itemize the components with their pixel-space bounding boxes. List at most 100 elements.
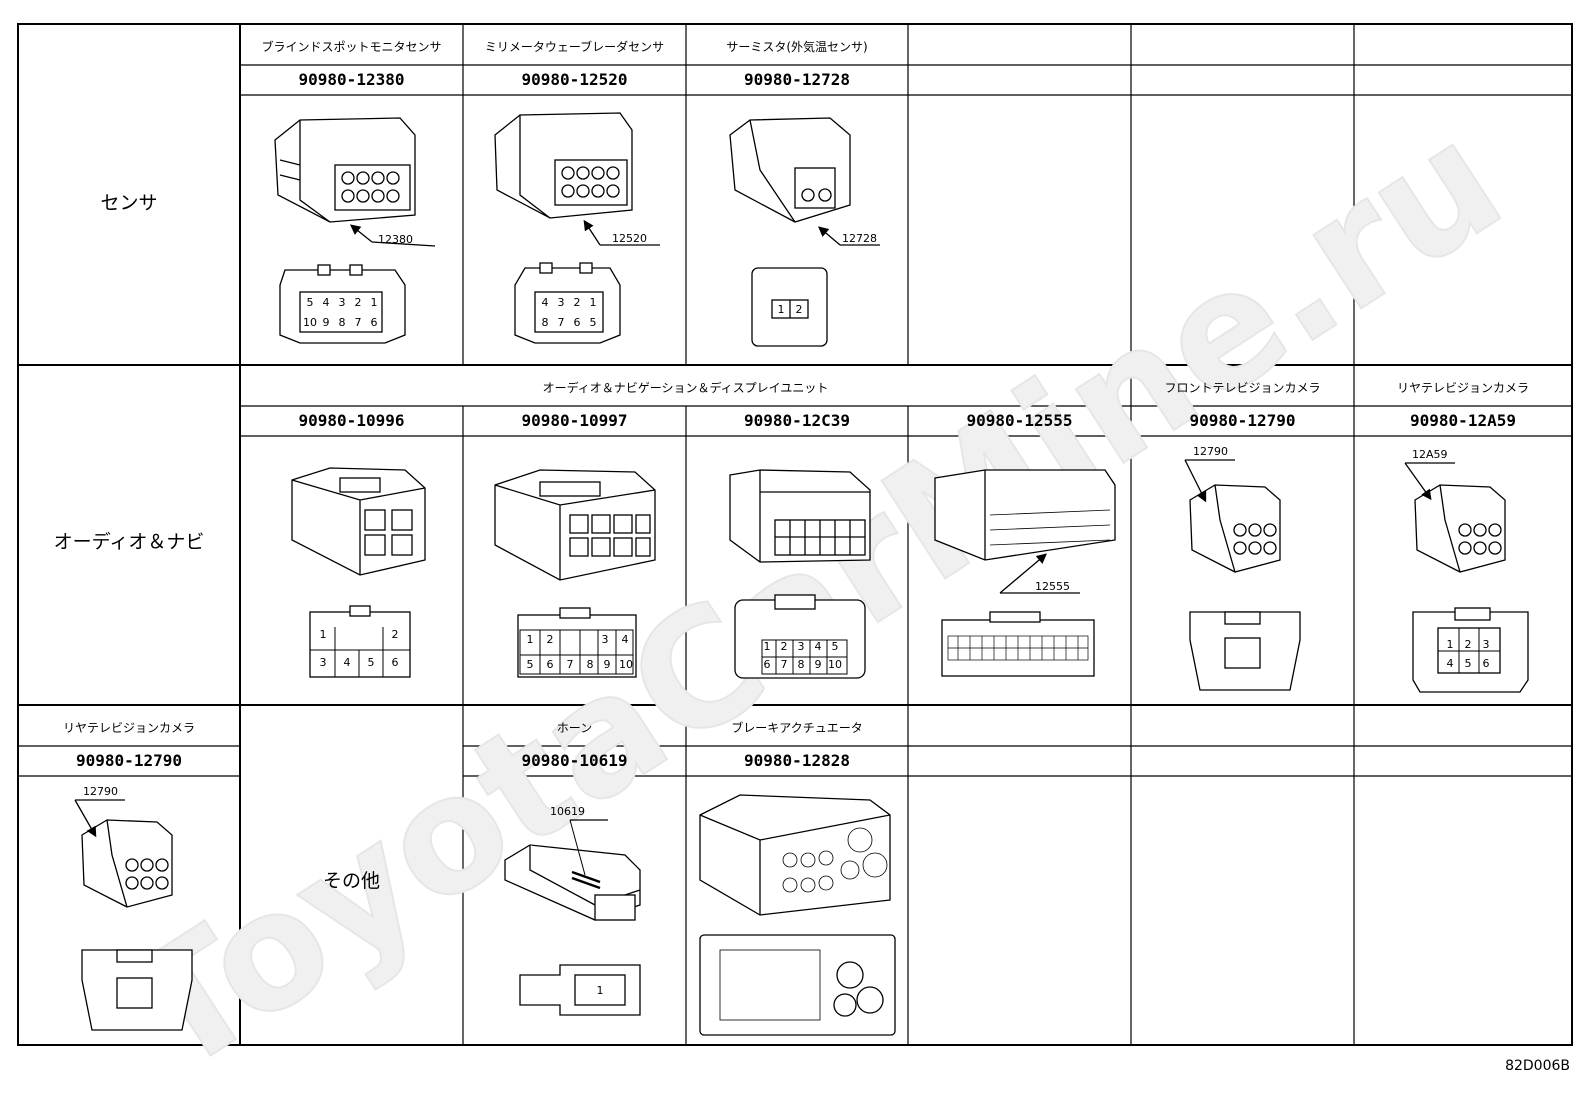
connector-3d-10996	[291, 467, 426, 576]
part-number: 90980-12555	[966, 411, 1073, 430]
svg-text:8: 8	[542, 316, 549, 329]
svg-text:7: 7	[781, 658, 788, 671]
callout-label: 12380	[378, 233, 413, 246]
svg-text:9: 9	[604, 658, 611, 671]
svg-text:4: 4	[622, 633, 629, 646]
svg-text:2: 2	[796, 303, 803, 316]
part-number: 90980-12C39	[744, 411, 850, 430]
svg-text:3: 3	[798, 640, 805, 653]
connector-face-12828	[699, 934, 896, 1036]
callout-label: 10619	[550, 805, 585, 818]
callout-label: 12520	[612, 232, 647, 245]
category-label-audio-navi: オーディオ＆ナビ	[53, 531, 205, 553]
svg-text:4: 4	[542, 296, 549, 309]
svg-text:8: 8	[339, 316, 346, 329]
svg-text:10: 10	[619, 658, 633, 671]
svg-text:4: 4	[1447, 657, 1454, 670]
svg-text:3: 3	[1483, 638, 1490, 651]
connector-face-12520	[514, 262, 621, 344]
svg-text:6: 6	[547, 658, 554, 671]
callout-label: 12A59	[1412, 448, 1448, 461]
svg-text:2: 2	[355, 296, 362, 309]
svg-text:6: 6	[764, 658, 771, 671]
connector-group-name: オーディオ＆ナビゲーション＆ディスプレイユニット	[542, 381, 829, 395]
callout-label: 12790	[1193, 445, 1228, 458]
part-number: 90980-12380	[298, 70, 405, 89]
svg-text:6: 6	[371, 316, 378, 329]
svg-text:6: 6	[574, 316, 581, 329]
svg-text:2: 2	[392, 628, 399, 641]
connector-name: サーミスタ(外気温センサ)	[726, 40, 868, 54]
connector-name: ホーン	[556, 721, 593, 735]
connector-face-12728	[751, 267, 828, 347]
svg-text:3: 3	[339, 296, 346, 309]
svg-text:6: 6	[1483, 657, 1490, 670]
connector-name: リヤテレビジョンカメラ	[62, 721, 195, 735]
svg-text:2: 2	[1465, 638, 1472, 651]
svg-text:3: 3	[558, 296, 565, 309]
connector-3d-10619	[504, 819, 641, 921]
connector-face-10996	[309, 605, 411, 678]
connector-3d-12790-rear	[74, 799, 173, 908]
svg-text:7: 7	[558, 316, 565, 329]
connector-3d-12728	[729, 117, 880, 246]
connector-name: リヤテレビジョンカメラ	[1396, 381, 1529, 395]
svg-text:6: 6	[392, 656, 399, 669]
connector-name: フロントテレビジョンカメラ	[1164, 381, 1321, 395]
svg-text:4: 4	[815, 640, 822, 653]
part-number: 90980-12828	[744, 751, 850, 770]
connector-3d-10997	[494, 469, 656, 581]
connector-3d-12A59	[1404, 462, 1506, 573]
svg-text:1: 1	[590, 296, 597, 309]
connector-3d-12520	[494, 112, 660, 246]
connector-face-12790-rear	[81, 949, 193, 1031]
connector-name: ミリメータウェーブレーダセンサ	[484, 40, 665, 54]
svg-text:5: 5	[307, 296, 314, 309]
connector-3d-12380	[274, 117, 436, 247]
svg-text:7: 7	[567, 658, 574, 671]
part-number: 90980-10996	[298, 411, 405, 430]
svg-text:9: 9	[815, 658, 822, 671]
svg-text:5: 5	[368, 656, 375, 669]
svg-text:2: 2	[781, 640, 788, 653]
part-number: 90980-10997	[521, 411, 628, 430]
svg-text:5: 5	[832, 640, 839, 653]
svg-text:10: 10	[303, 316, 317, 329]
svg-text:2: 2	[547, 633, 554, 646]
connector-face-10619	[519, 964, 641, 1016]
part-number: 90980-12520	[521, 70, 628, 89]
connector-3d-12828	[699, 794, 891, 916]
svg-text:5: 5	[1465, 657, 1472, 670]
svg-text:8: 8	[798, 658, 805, 671]
svg-text:2: 2	[574, 296, 581, 309]
connector-name: ブラインドスポットモニタセンサ	[261, 40, 442, 54]
callout-label: 12728	[842, 232, 877, 245]
category-label-sensor: センサ	[100, 192, 158, 214]
svg-text:1: 1	[597, 984, 604, 997]
connector-3d-12C39	[729, 469, 871, 563]
part-number: 90980-12790	[76, 751, 182, 770]
svg-text:1: 1	[371, 296, 378, 309]
svg-text:4: 4	[323, 296, 330, 309]
svg-text:5: 5	[527, 658, 534, 671]
sheet-code: 82D006B	[1505, 1058, 1570, 1074]
category-label-other: その他	[322, 870, 380, 892]
part-number: 90980-12728	[744, 70, 850, 89]
svg-text:8: 8	[587, 658, 594, 671]
connector-face-12A59	[1412, 607, 1529, 693]
part-number: 90980-12790	[1189, 411, 1296, 430]
connector-3d-12555	[934, 469, 1116, 594]
part-number: 90980-10619	[521, 751, 628, 770]
part-number: 90980-12A59	[1410, 411, 1516, 430]
connector-face-12C39	[734, 594, 866, 679]
callout-label: 12555	[1035, 580, 1070, 593]
svg-text:10: 10	[828, 658, 842, 671]
svg-text:1: 1	[527, 633, 534, 646]
svg-text:4: 4	[344, 656, 351, 669]
callout-label: 12790	[83, 785, 118, 798]
svg-text:1: 1	[764, 640, 771, 653]
connector-face-12555	[941, 611, 1095, 677]
